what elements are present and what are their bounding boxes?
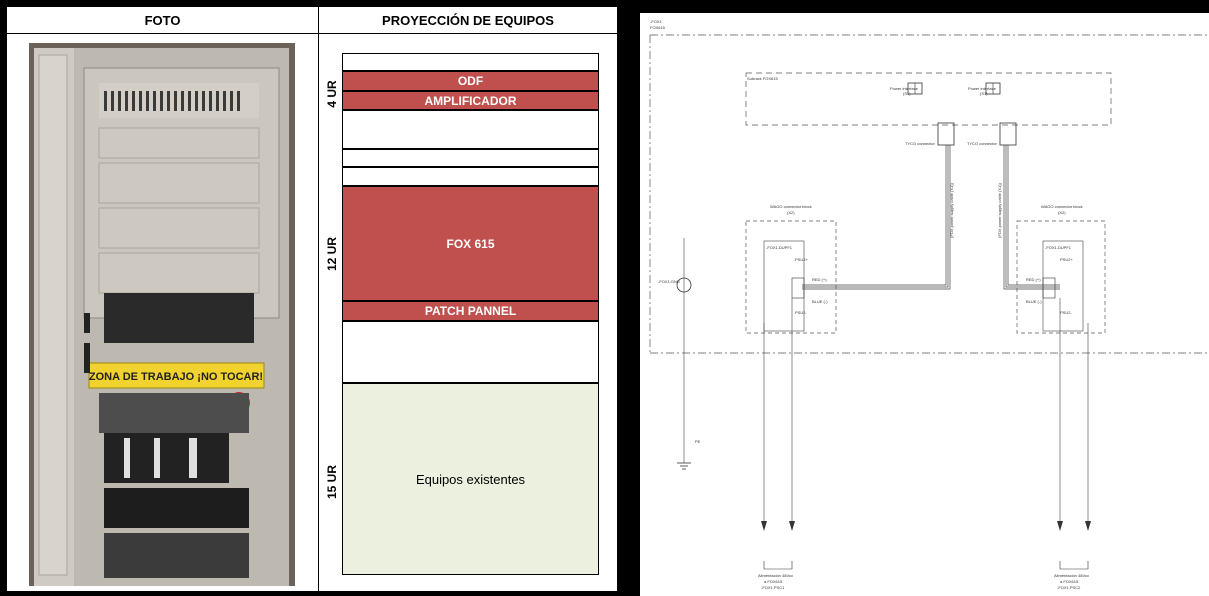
svg-text:(X2): (X2): [787, 210, 795, 215]
rack-equipos-existentes: Equipos existentes: [342, 383, 599, 575]
tyco-right-icon: [999, 122, 1017, 146]
photo-header: FOTO: [7, 7, 318, 34]
rack-slot-empty: [342, 167, 599, 186]
ur-label-top: 4 UR: [325, 80, 339, 108]
svg-text:WAGO connector block: WAGO connector block: [1041, 204, 1083, 209]
rack-fox615: FOX 615: [342, 186, 599, 301]
svg-text:BLUE (-): BLUE (-): [812, 299, 828, 304]
rack-patch-pannel: PATCH PANNEL: [342, 301, 599, 321]
svg-text:BLUE (-): BLUE (-): [1026, 299, 1042, 304]
svg-text:-FOX1.PSC2: -FOX1.PSC2: [1057, 585, 1081, 590]
equipment-table: FOTO PROYECCIÓN DE EQUIPOS ZONA DE TRABA…: [7, 7, 617, 591]
svg-text:-FOX1.DUPF1: -FOX1.DUPF1: [1045, 245, 1072, 250]
cabinet-photo: ZONA DE TRABAJO ¡NO TOCAR!: [29, 43, 295, 586]
svg-text:(X2): (X2): [1058, 210, 1066, 215]
wiring-schematic: -FOX1 FOX615 Subrack FOX615 Power interf…: [640, 13, 1209, 596]
rack-slot-empty-top: [342, 53, 599, 71]
svg-text:TYCO connector: TYCO connector: [967, 141, 997, 146]
svg-text:PSU2-: PSU2-: [1060, 310, 1072, 315]
svg-text:a FOX615: a FOX615: [764, 579, 783, 584]
svg-text:(FOX power supply cable (X1)): (FOX power supply cable (X1)): [949, 182, 954, 238]
svg-text:-FOX1.PSC1: -FOX1.PSC1: [761, 585, 785, 590]
svg-text:PE: PE: [695, 439, 701, 444]
svg-text:(S1): (S1): [903, 91, 911, 96]
svg-text:Alimentación 48Vcc: Alimentación 48Vcc: [758, 573, 793, 578]
svg-text:ZONA DE TRABAJO ¡NO TOCAR!: ZONA DE TRABAJO ¡NO TOCAR!: [89, 371, 263, 383]
svg-text:Alimentación 48Vcc: Alimentación 48Vcc: [1054, 573, 1089, 578]
rack-slot-empty: [342, 321, 599, 383]
tyco-left-icon: [937, 122, 955, 146]
svg-text:PSU2+: PSU2+: [1060, 257, 1073, 262]
tag-fox1: -FOX1: [650, 19, 663, 24]
svg-text:PSU2+: PSU2+: [795, 257, 808, 262]
svg-text:PSU2-: PSU2-: [795, 310, 807, 315]
projection-header: PROYECCIÓN DE EQUIPOS: [319, 7, 617, 34]
svg-text:TYCO connector: TYCO connector: [905, 141, 935, 146]
rack-odf: ODF: [342, 71, 599, 91]
svg-text:RED (+): RED (+): [812, 277, 827, 282]
svg-text:a FOX615: a FOX615: [1060, 579, 1079, 584]
svg-text:(S1): (S1): [980, 91, 988, 96]
rack-slot-empty: [342, 149, 599, 167]
rack-amplificador: AMPLIFICADOR: [342, 91, 599, 110]
subrack-label: Subrack FOX615: [747, 76, 778, 81]
gnd-terminal-icon: [676, 277, 692, 293]
svg-text:RED (+): RED (+): [1026, 277, 1041, 282]
svg-text:WAGO connector block: WAGO connector block: [770, 204, 812, 209]
svg-text:(FOX power supply cable (X1)): (FOX power supply cable (X1)): [997, 182, 1002, 238]
svg-text:Power interface: Power interface: [890, 86, 919, 91]
ur-label-mid: 12 UR: [325, 237, 339, 272]
column-divider: [318, 7, 319, 591]
rack-slot-empty: [342, 110, 599, 149]
svg-text:Power interface: Power interface: [968, 86, 997, 91]
svg-text:-FOX1.GND: -FOX1.GND: [658, 279, 680, 284]
ur-label-bottom: 15 UR: [325, 465, 339, 500]
tag-fox615: FOX615: [650, 25, 666, 30]
svg-text:-FOX1.DUPF1: -FOX1.DUPF1: [766, 245, 793, 250]
